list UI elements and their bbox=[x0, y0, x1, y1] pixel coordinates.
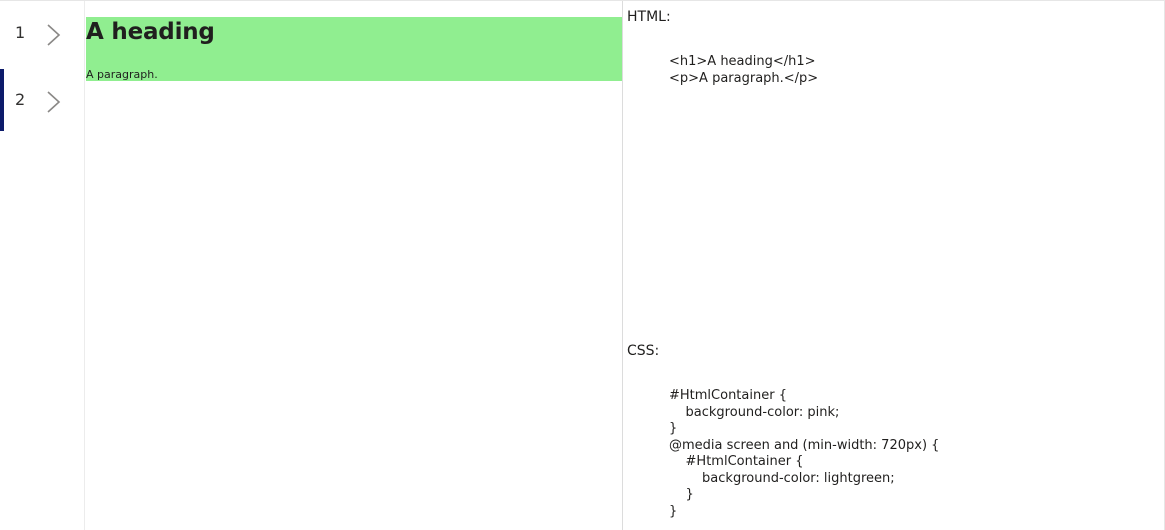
gallery-item-2[interactable]: 2 bbox=[0, 69, 85, 133]
html-container: A heading A paragraph. bbox=[86, 17, 622, 81]
chevron-right-icon[interactable] bbox=[42, 22, 64, 48]
code-panel: HTML: <h1>A heading</h1> <p>A paragraph.… bbox=[623, 1, 1165, 530]
html-label: HTML: bbox=[627, 9, 671, 25]
preview-heading: A heading bbox=[86, 19, 215, 45]
gallery: 1 2 bbox=[0, 1, 85, 530]
panel-divider bbox=[622, 1, 623, 530]
css-label: CSS: bbox=[627, 343, 660, 359]
gallery-item-1[interactable]: 1 bbox=[0, 2, 85, 66]
gallery-item-number: 1 bbox=[15, 23, 26, 42]
preview-paragraph: A paragraph. bbox=[86, 68, 158, 81]
chevron-right-icon[interactable] bbox=[42, 89, 64, 115]
gallery-item-number: 2 bbox=[15, 90, 26, 109]
html-code: <h1>A heading</h1> <p>A paragraph.</p> bbox=[669, 54, 819, 86]
css-code: #HtmlContainer { background-color: pink;… bbox=[669, 388, 940, 519]
